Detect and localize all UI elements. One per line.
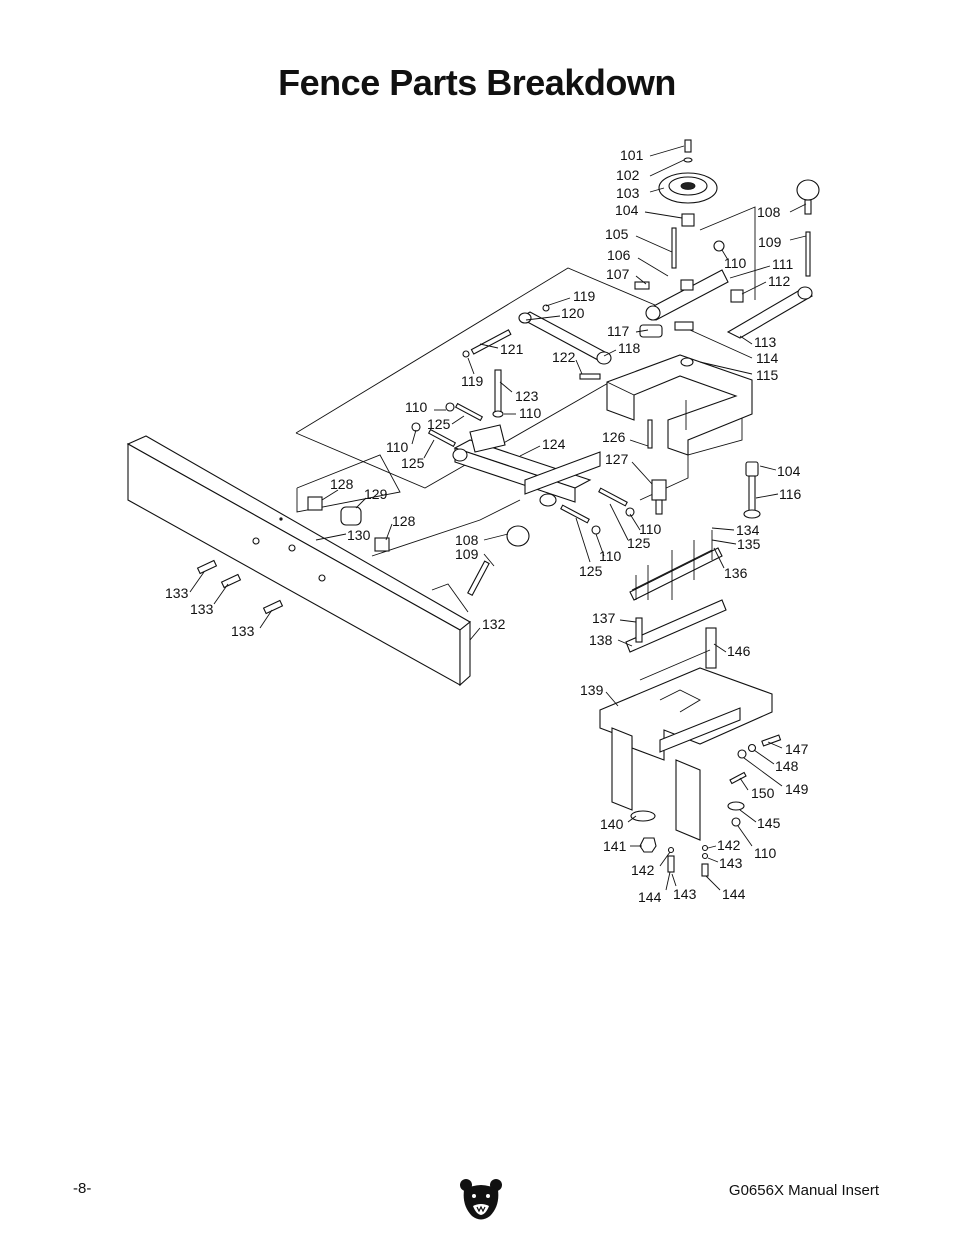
part-label-132: 132 xyxy=(482,616,506,632)
part-label-123: 123 xyxy=(515,388,539,404)
part-label-110b: 110 xyxy=(519,405,542,421)
part-label-124: 124 xyxy=(542,436,566,452)
part-label-136: 136 xyxy=(724,565,748,581)
part-label-104: 104 xyxy=(615,202,639,218)
part-label-146: 146 xyxy=(727,643,751,659)
part-label-119b: 119 xyxy=(461,373,484,389)
part-label-140: 140 xyxy=(600,816,624,832)
part-label-135: 135 xyxy=(737,536,761,552)
part-label-148: 148 xyxy=(775,758,799,774)
lock-lever xyxy=(634,227,744,321)
part-label-118: 118 xyxy=(618,340,641,356)
clamp-blocks xyxy=(307,496,390,552)
part-label-127: 127 xyxy=(605,451,629,467)
part-label-110f: 110 xyxy=(599,548,622,564)
part-label-110e: 110 xyxy=(639,521,662,537)
part-label-126: 126 xyxy=(602,429,626,445)
part-label-117: 117 xyxy=(607,323,630,339)
part-label-105: 105 xyxy=(605,226,629,242)
cap-screws-133 xyxy=(196,559,284,615)
fence-base xyxy=(599,649,782,877)
part-label-133b: 133 xyxy=(190,601,214,617)
part-label-143b: 143 xyxy=(673,886,697,902)
studs xyxy=(492,369,667,515)
knob-lower xyxy=(467,525,530,597)
part-label-102: 102 xyxy=(616,167,640,183)
part-label-116: 116 xyxy=(779,486,802,502)
part-label-110c: 110 xyxy=(405,399,428,415)
part-label-133: 133 xyxy=(165,585,189,601)
fence-bracket xyxy=(579,321,753,456)
part-label-128b: 128 xyxy=(392,513,416,529)
part-label-125c: 125 xyxy=(627,535,651,551)
pivot-rail xyxy=(452,424,601,507)
part-label-145: 145 xyxy=(757,815,781,831)
part-label-110: 110 xyxy=(724,255,747,271)
part-label-115: 115 xyxy=(756,367,779,383)
grizzly-bear-head-icon xyxy=(460,1179,502,1220)
part-label-109b: 109 xyxy=(455,546,479,562)
lock-shaft xyxy=(726,286,814,339)
part-label-139: 139 xyxy=(580,682,604,698)
part-label-110d: 110 xyxy=(386,439,409,455)
roll-pins xyxy=(411,402,635,535)
part-label-143: 143 xyxy=(719,855,743,871)
part-label-108b: 108 xyxy=(455,532,479,548)
part-label-130: 130 xyxy=(347,527,371,543)
page-number: -8- xyxy=(73,1180,92,1197)
fence-assembly-drawing xyxy=(126,139,820,891)
link-bar xyxy=(462,304,612,365)
part-label-144b: 144 xyxy=(722,886,746,902)
leader-lines xyxy=(189,145,807,891)
part-label-125d: 125 xyxy=(579,563,603,579)
hand-wheel xyxy=(658,139,718,227)
part-label-122: 122 xyxy=(552,349,576,365)
part-label-141: 141 xyxy=(603,838,627,854)
part-label-106: 106 xyxy=(607,247,631,263)
part-label-112: 112 xyxy=(768,273,791,289)
part-label-108: 108 xyxy=(757,204,781,220)
part-label-125: 125 xyxy=(427,416,451,432)
part-label-149: 149 xyxy=(785,781,809,797)
part-label-107: 107 xyxy=(606,266,630,282)
part-label-142b: 142 xyxy=(631,862,655,878)
pivot-pin xyxy=(743,461,761,519)
part-label-119: 119 xyxy=(573,288,596,304)
part-label-113: 113 xyxy=(754,334,777,350)
knob-upper xyxy=(796,179,820,277)
part-label-103: 103 xyxy=(616,185,640,201)
part-label-144: 144 xyxy=(638,889,662,905)
rack-assembly xyxy=(629,530,723,601)
part-labels: 101 102 103 104 105 106 107 108 109 110 … xyxy=(165,147,809,905)
part-label-138: 138 xyxy=(589,632,613,648)
fence-board xyxy=(126,435,471,687)
part-label-114: 114 xyxy=(756,350,779,366)
part-label-125b: 125 xyxy=(401,455,425,471)
part-label-133c: 133 xyxy=(231,623,255,639)
page-title: Fence Parts Breakdown xyxy=(278,62,676,103)
part-label-120: 120 xyxy=(561,305,585,321)
part-label-137: 137 xyxy=(592,610,616,626)
part-label-101: 101 xyxy=(620,147,644,163)
slide-plate xyxy=(625,599,727,669)
manual-name: G0656X Manual Insert xyxy=(728,1182,879,1199)
part-label-109: 109 xyxy=(758,234,782,250)
part-label-128: 128 xyxy=(330,476,354,492)
part-label-150: 150 xyxy=(751,785,775,801)
part-label-129: 129 xyxy=(364,486,388,502)
part-label-147: 147 xyxy=(785,741,809,757)
part-label-121: 121 xyxy=(500,341,524,357)
part-label-142: 142 xyxy=(717,837,741,853)
part-label-134: 134 xyxy=(736,522,760,538)
part-label-110g: 110 xyxy=(754,845,777,861)
part-label-104b: 104 xyxy=(777,463,801,479)
part-label-111: 111 xyxy=(772,256,793,272)
